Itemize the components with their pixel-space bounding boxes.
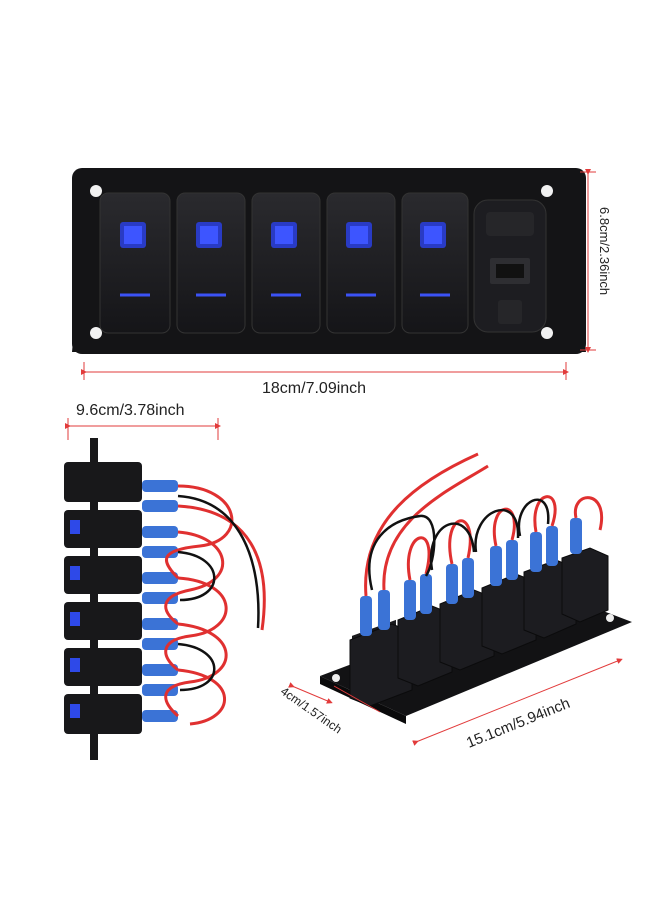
mount-hole-icon — [541, 185, 553, 197]
side-depth-label: 9.6cm/3.78inch — [76, 402, 185, 419]
rocker-switch — [401, 192, 469, 334]
side-view — [64, 418, 266, 760]
rocker-switch — [176, 192, 246, 334]
mount-hole-icon — [90, 185, 102, 197]
dimension-line — [412, 658, 623, 746]
usb-socket — [473, 199, 547, 333]
dimension-line — [288, 682, 333, 704]
rocker-switch — [326, 192, 396, 334]
isometric-view — [288, 452, 632, 746]
mount-hole-icon — [541, 327, 553, 339]
panel-width-label: 18cm/7.09inch — [262, 380, 367, 397]
rocker-switch — [251, 192, 321, 334]
rocker-switch — [99, 192, 171, 334]
front-panel — [72, 168, 586, 354]
panel-height-label: 6.8cm/2.36inch — [597, 207, 612, 296]
mount-hole-icon — [90, 327, 102, 339]
